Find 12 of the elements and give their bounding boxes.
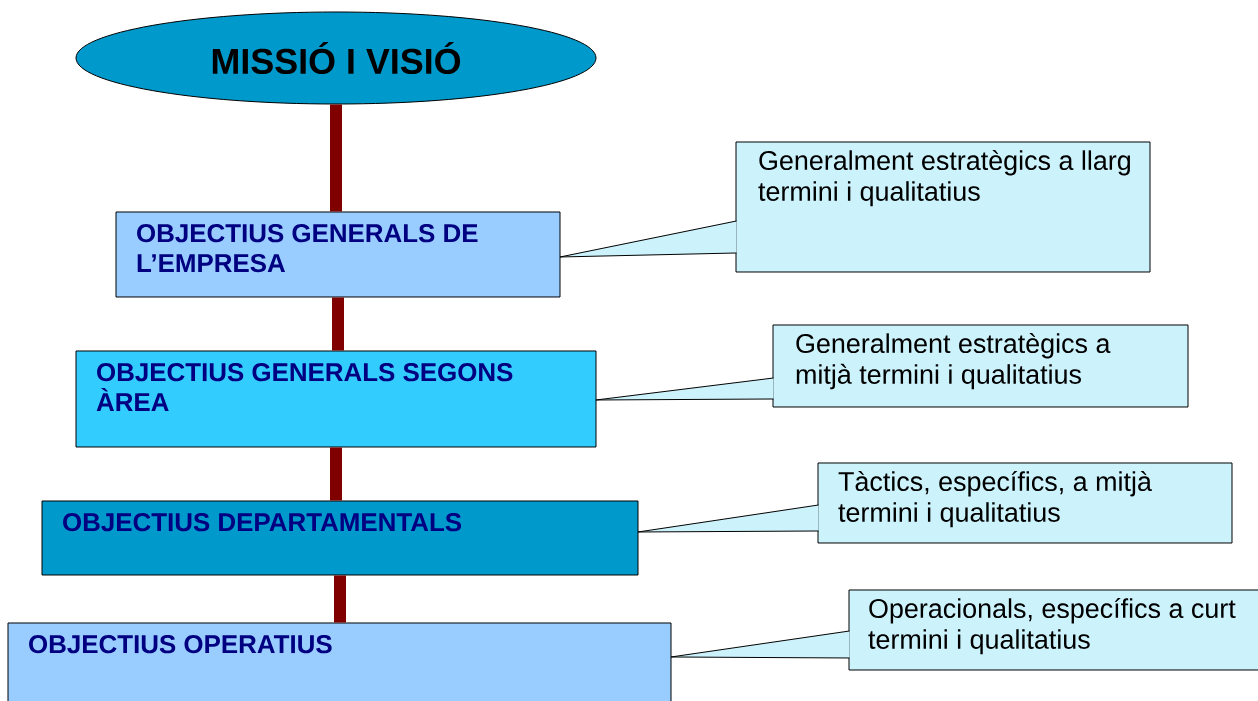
- connector-bar: [332, 297, 344, 351]
- connector-bar: [334, 575, 346, 623]
- callout-box: Generalment estratègics a mitjà termini i qualitatius: [595, 324, 1189, 408]
- connector-bar: [330, 104, 342, 212]
- objective-box: OBJECTIUS GENERALS DE L’EMPRESA: [115, 211, 561, 298]
- callout-box: Generalment estratègics a llarg termini i qualitatius: [559, 141, 1151, 273]
- objective-box: OBJECTIUS DEPARTAMENTALS: [41, 500, 639, 576]
- callout-box: Operacionals, específics a curt termini i qualitatius: [670, 589, 1258, 671]
- objective-box: OBJECTIUS OPERATIUS: [7, 622, 672, 701]
- callout-box: Tàctics, específics, a mitjà termini i qualitatius: [637, 462, 1233, 544]
- objective-box: OBJECTIUS GENERALS SEGONS ÀREA: [75, 350, 597, 448]
- connector-bar: [330, 447, 342, 501]
